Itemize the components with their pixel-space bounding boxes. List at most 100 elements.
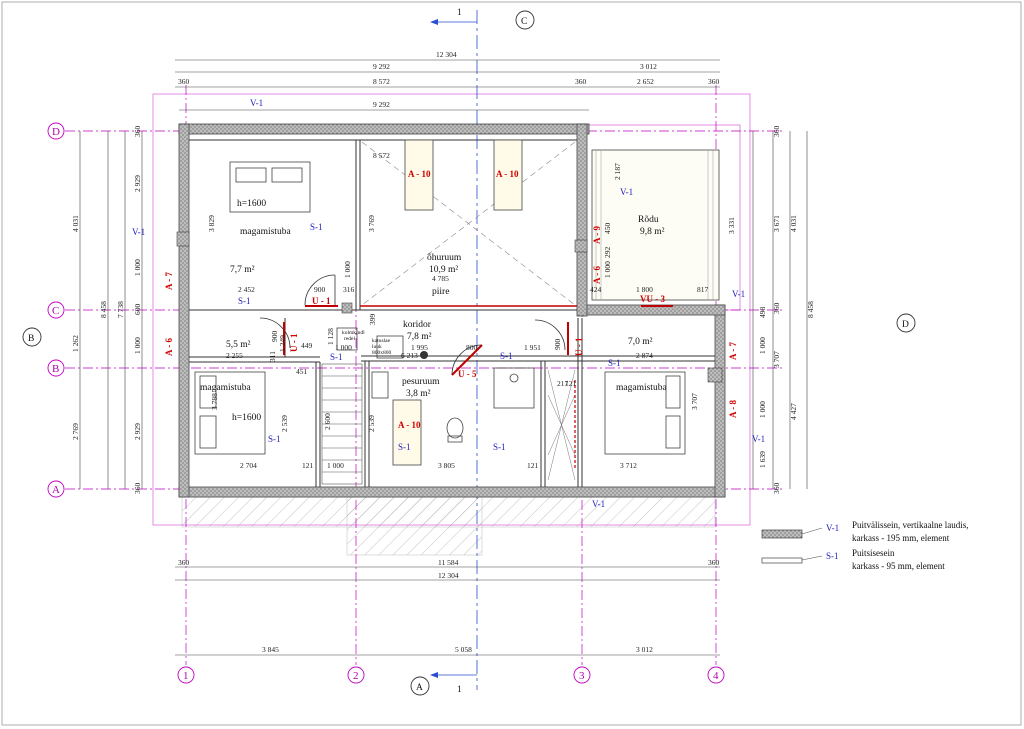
legend-v1-code: V-1 — [826, 523, 839, 533]
dim-text: 360 — [575, 77, 587, 86]
room-label: magamistuba — [616, 383, 667, 393]
dim-text: 449 — [301, 341, 313, 350]
legend-v1-line1: Puitvälissein, vertikaalne laudis, — [852, 520, 968, 530]
wall-tag: S-1 — [310, 222, 323, 232]
room-label: koridor — [403, 320, 432, 330]
grid-labels: D C B A 1 2 3 4 1 1 C A B D — [28, 8, 909, 695]
door-leaves — [283, 305, 673, 376]
dim-text: 316 — [343, 285, 355, 294]
dim-text: 4 785 — [432, 274, 449, 283]
dim-text: 800 — [466, 343, 478, 352]
wall-tag: S-1 — [330, 352, 343, 362]
dim-text: 8 572 — [373, 77, 390, 86]
dim-text: 2 929 — [133, 175, 142, 192]
wall-tag: S-1 — [608, 358, 621, 368]
dim-text: 11 584 — [438, 558, 459, 567]
dim-text: 121 — [527, 461, 539, 470]
dim-text: 2 600 — [323, 413, 332, 430]
dim-text: 292 — [603, 247, 612, 259]
dim-text: 1 000 — [758, 337, 767, 354]
room-label: katuslae — [372, 338, 391, 344]
room-label: luuk — [372, 344, 382, 350]
wall-tag: S-1 — [500, 351, 513, 361]
dim-text: 3 788 — [210, 393, 219, 410]
room-label: magamistuba — [200, 383, 251, 393]
void-cross — [361, 141, 576, 306]
sanitary — [336, 327, 535, 443]
dim-text: 7 738 — [116, 301, 125, 318]
dim-text: 1 000 — [327, 461, 344, 470]
dim-text: 3 845 — [262, 645, 279, 654]
tag-label: A - 7 — [164, 272, 174, 291]
wall-tag: V-1 — [592, 499, 605, 509]
door-swings — [259, 274, 566, 376]
elevation-c: C — [521, 17, 527, 27]
legend: V-1 Puitvälissein, vertikaalne laudis, k… — [826, 520, 968, 571]
room-area: 3,8 m² — [406, 389, 431, 399]
tag-label: A - 6 — [164, 338, 174, 357]
dim-text: 9 292 — [373, 100, 390, 109]
dim-text: 121 — [565, 379, 577, 388]
dim-text: 121 — [302, 461, 314, 470]
room-label: Rõdu — [638, 215, 659, 225]
wall-tag: S-1 — [398, 442, 411, 452]
col-label-3: 3 — [579, 670, 585, 682]
dim-text: 900 — [314, 285, 326, 294]
legend-v1-line2: karkass - 195 mm, element — [852, 533, 950, 543]
dim-text: 1 639 — [758, 451, 767, 468]
dim-text: 1 000 — [335, 343, 352, 352]
row-label-d: D — [52, 126, 60, 138]
tag-label: A - 6 — [592, 266, 602, 285]
dim-text: 3 012 — [640, 62, 657, 71]
dim-text: 900 — [553, 339, 562, 351]
room-area: 5,5 m² — [226, 340, 251, 350]
closet — [547, 369, 576, 481]
dim-text: 817 — [697, 285, 709, 294]
legend-v1-swatch — [761, 529, 803, 539]
dim-text: 3 712 — [620, 461, 637, 470]
room-area: 9,8 m² — [640, 227, 665, 237]
dim-text: 360 — [178, 558, 190, 567]
elevation-d: D — [902, 320, 909, 330]
dim-text: 2 187 — [613, 163, 622, 180]
wall-tag: V-1 — [132, 227, 145, 237]
dim-text: 1 262 — [71, 335, 80, 352]
dim-text: 3 331 — [727, 217, 736, 234]
tag-label: A - 10 — [408, 169, 431, 179]
dim-text: 4 427 — [789, 403, 798, 420]
dim-text: 1 000 — [758, 401, 767, 418]
dim-text: 3 671 — [772, 215, 781, 232]
dim-text: 2 874 — [636, 351, 653, 360]
dim-text: 1 000 — [603, 261, 612, 278]
section-top: 1 — [457, 8, 462, 18]
dim-text: 1 000 — [133, 259, 142, 276]
dim-text: 3 805 — [438, 461, 455, 470]
dim-text: 498 — [758, 307, 767, 319]
posts — [176, 231, 723, 383]
dim-text: 360 — [708, 558, 720, 567]
wall-tag: V-1 — [250, 98, 263, 108]
room-label: h=1600 — [237, 199, 266, 209]
dim-text: 1 951 — [524, 343, 541, 352]
tag-label: A - 7 — [728, 342, 738, 361]
dim-text: 5 058 — [455, 645, 472, 654]
dim-text: 9 292 — [373, 62, 390, 71]
dim-text: 12 304 — [438, 571, 459, 580]
dim-text: 1 249 — [278, 335, 287, 352]
dim-text: 360 — [772, 303, 781, 315]
grid-bubbles — [47, 122, 725, 684]
elevation-b: B — [28, 334, 34, 344]
interior-walls — [189, 139, 715, 487]
dim-text: 1 800 — [636, 285, 653, 294]
legend-s1-swatch — [761, 557, 803, 564]
tag-label: A - 10 — [398, 420, 421, 430]
row-label-c: C — [52, 305, 59, 317]
dim-text: 424 — [590, 285, 602, 294]
room-labels: h=1600 magamistuba 7,7 m² õhuruum 10,9 m… — [200, 199, 667, 423]
dim-text: 360 — [178, 77, 190, 86]
row-label-a: A — [52, 484, 60, 496]
room-label: piire — [432, 287, 449, 297]
dim-text: 1 000 — [343, 261, 352, 278]
row-label-b: B — [52, 363, 59, 375]
